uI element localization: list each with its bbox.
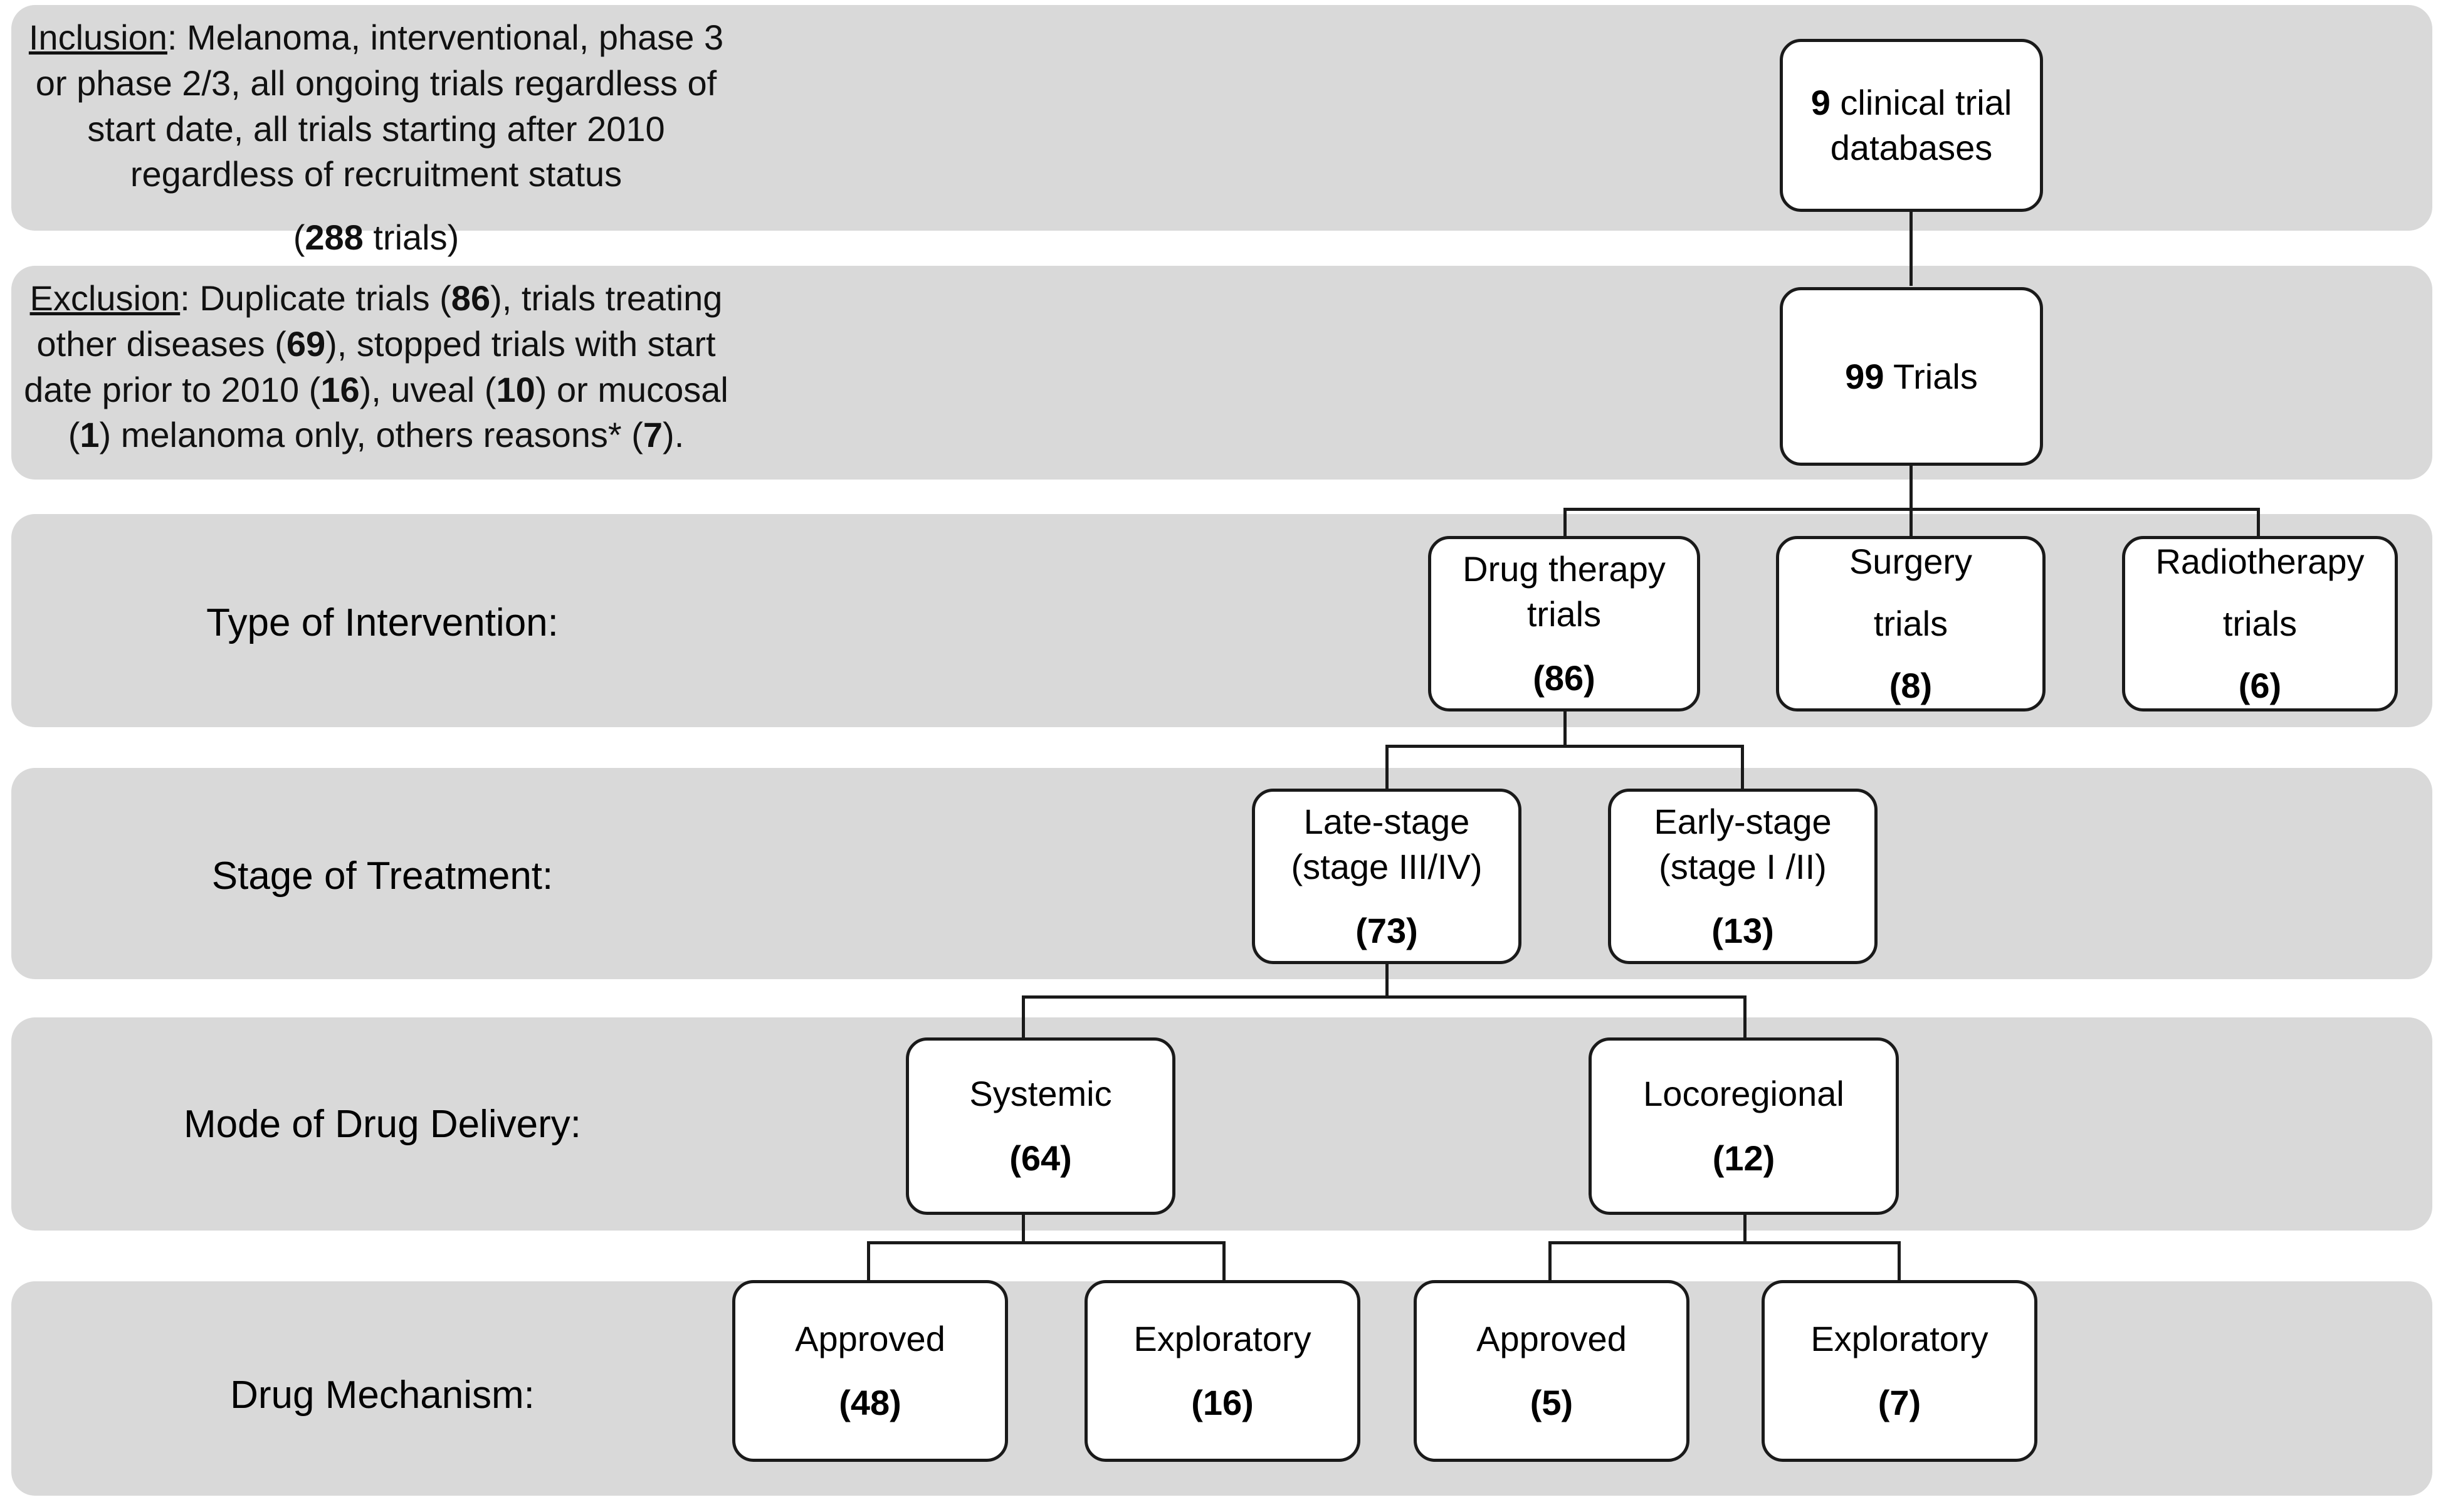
connector-mechanism-drop-exploratory-sys [1222,1241,1226,1318]
exclusion-count-mucosal: 1 [80,415,100,455]
exclusion-part-4: ), stopped trials with start date prior … [24,323,716,409]
exploratory-loc-line1: Exploratory [1810,1318,1988,1358]
exclusion-part-0: : Duplicate trials ( [180,278,451,318]
exclusion-part-6: ), uveal ( [359,369,496,409]
approved-sys-line1: Approved [795,1318,945,1358]
exclusion-count-other-reasons: 7 [643,415,663,455]
node-locoregional[interactable]: Locoregional (12) [1589,1037,1899,1215]
drug-therapy-count: (86) [1533,658,1595,698]
connector-mechanism-drop-approved-sys [867,1241,870,1318]
connector-mechanism-bus-systemic [867,1241,1226,1244]
band-delivery [11,1017,2432,1231]
locoregional-count: (12) [1712,1138,1775,1178]
row-label-type-of-intervention: Type of Intervention: [206,601,559,644]
databases-rest: clinical trial [1830,83,2012,123]
approved-loc-line1: Approved [1476,1318,1627,1358]
exclusion-part-8: ) or mucosal ( [68,369,728,455]
exploratory-sys-line1: Exploratory [1133,1318,1311,1358]
node-systemic[interactable]: Systemic (64) [906,1037,1175,1215]
radiotherapy-line2: trials [2222,604,2298,644]
late-stage-count: (73) [1355,911,1418,951]
drug-therapy-line1: Drug therapy [1463,549,1666,589]
exclusion-part-2: ), trials treating other diseases ( [36,278,723,364]
connector-mechanism-drop-exploratory-loc [1898,1241,1901,1318]
connector-databases-to-trials [1910,211,1913,286]
exclusion-count-stopped: 16 [320,369,360,409]
systemic-count: (64) [1009,1138,1072,1178]
row-label-mode-of-drug-delivery: Mode of Drug Delivery: [183,1103,582,1146]
connector-mechanism-drop-approved-loc [1548,1241,1552,1318]
radiotherapy-count: (6) [2238,666,2282,706]
inclusion-count-suffix: trials) [363,218,460,258]
early-stage-line2: (stage I /II) [1659,846,1827,886]
inclusion-count-prefix: ( [293,218,305,258]
connector-locoregional-stem [1743,1212,1747,1243]
inclusion-body: : Melanoma, interventional, phase 3 or p… [35,18,724,194]
surgery-line2: trials [1873,604,1948,644]
inclusion-label: Inclusion [28,18,167,57]
node-approved-systemic[interactable]: Approved (48) [732,1280,1008,1462]
node-exploratory-systemic[interactable]: Exploratory (16) [1085,1280,1360,1462]
connector-latestage-stem [1385,961,1389,997]
approved-sys-count: (48) [839,1383,901,1423]
node-trials-total[interactable]: 99 Trials [1780,287,2043,466]
node-clinical-trial-databases[interactable]: 9 clinical trial databases [1780,39,2043,212]
row-label-drug-mechanism: Drug Mechanism: [230,1373,535,1417]
connector-trials-stem [1910,465,1913,509]
node-radiotherapy-trials[interactable]: Radiotherapy trials (6) [2122,536,2398,711]
connector-systemic-stem [1022,1212,1025,1243]
late-stage-line2: (stage III/IV) [1291,846,1483,886]
surgery-count: (8) [1889,666,1933,706]
connector-drugtherapy-stem [1563,710,1567,747]
band-stage [11,768,2432,979]
databases-count: 9 [1810,83,1831,123]
connector-delivery-bus [1022,995,1747,999]
inclusion-count: 288 [305,218,364,258]
surgery-line1: Surgery [1849,542,1973,581]
inclusion-criteria-text: Inclusion: Melanoma, interventional, pha… [22,15,730,261]
connector-stage-bus [1385,745,1744,748]
exclusion-count-uveal: 10 [496,369,535,409]
node-surgery-trials[interactable]: Surgery trials (8) [1776,536,2046,711]
exclusion-count-duplicates: 86 [451,278,491,318]
connector-mechanism-bus-locoregional [1548,1241,1901,1244]
early-stage-line1: Early-stage [1654,802,1832,842]
exclusion-criteria-text: Exclusion: Duplicate trials (86), trials… [22,276,730,458]
row-label-stage-of-treatment: Stage of Treatment: [211,854,554,898]
trials-rest: Trials [1884,356,1978,396]
locoregional-line1: Locoregional [1643,1074,1844,1114]
exploratory-loc-count: (7) [1878,1383,1921,1423]
exclusion-part-10: ) melanoma only, others reasons* ( [99,415,643,455]
drug-therapy-line2: trials [1526,594,1602,634]
late-stage-line1: Late-stage [1303,802,1470,842]
node-late-stage[interactable]: Late-stage (stage III/IV) (73) [1252,789,1521,964]
exclusion-count-other-diseases: 69 [286,323,326,364]
exclusion-label: Exclusion [29,278,181,318]
systemic-line1: Systemic [969,1074,1112,1114]
node-exploratory-locoregional[interactable]: Exploratory (7) [1762,1280,2037,1462]
early-stage-count: (13) [1711,911,1774,951]
radiotherapy-line1: Radiotherapy [2155,542,2365,581]
approved-loc-count: (5) [1530,1383,1573,1423]
node-approved-locoregional[interactable]: Approved (5) [1414,1280,1689,1462]
node-drug-therapy-trials[interactable]: Drug therapy trials (86) [1428,536,1700,711]
trials-count: 99 [1845,356,1884,396]
exclusion-part-12: ). [663,415,685,455]
node-early-stage[interactable]: Early-stage (stage I /II) (13) [1608,789,1878,964]
databases-line2: databases [1830,128,1993,167]
exploratory-sys-count: (16) [1191,1383,1254,1423]
